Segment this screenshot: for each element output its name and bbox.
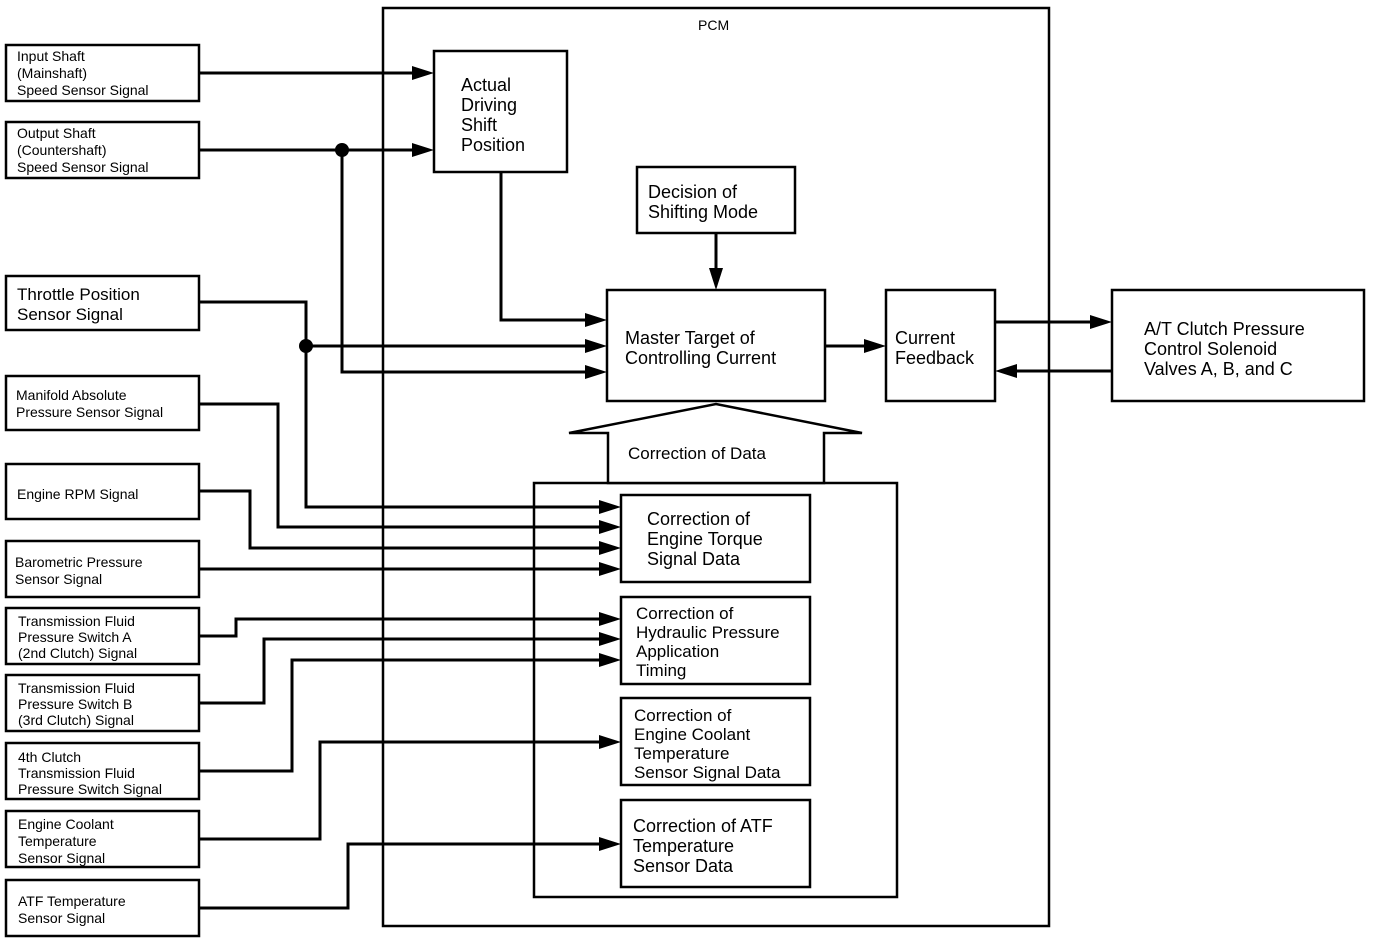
arrowhead-to-feedback [995, 364, 1017, 378]
arrowhead-atf [599, 837, 621, 851]
master-target-box: Master Target of Controlling Current [605, 288, 827, 403]
svg-text:Input Shaft (Mainshaft): Input Shaft (Mainshaft) Speed Sensor Sig… [17, 48, 149, 98]
svg-text:A/T Clutch Pressure Cont: A/T Clutch Pressure Control Solenoid Val… [1144, 319, 1310, 379]
engine-rpm-box: Engine RPM Signal [4, 462, 201, 521]
wire-throttle-to-torque [304, 346, 605, 509]
arrowhead-output-shaft [412, 143, 434, 157]
arrowhead-rpm-to-torque [599, 541, 621, 555]
barometric-pressure-box: Barometric Pressure Sensor Signal [4, 539, 201, 599]
wire-output-shaft-to-master [340, 150, 592, 374]
arrowhead-decision-to-master [709, 268, 723, 290]
output-shaft-box: Output Shaft (Countershaft) Speed Sensor… [4, 120, 201, 180]
wire-map-to-torque [199, 402, 605, 529]
arrowheads [412, 66, 1112, 851]
correction-engine-coolant-box: Correction of Engine Coolant Temperature… [619, 696, 812, 787]
correction-atf-temperature-box: Correction of ATF Temperature Sensor Dat… [619, 798, 812, 889]
correction-hydraulic-pressure-box: Correction of Hydraulic Pressure Applica… [619, 595, 812, 686]
svg-text:Manifold Absolute Pressu: Manifold Absolute Pressure Sensor Signal [16, 387, 163, 420]
arrowhead-ect [599, 735, 621, 749]
arrowhead-to-solenoid [1090, 315, 1112, 329]
svg-text:Engine Coolant Temperatu: Engine Coolant Temperature Sensor Signal [18, 816, 118, 866]
correction-of-data-arrow [568, 402, 863, 485]
wire-tfps-b [199, 637, 605, 705]
svg-text:ATF Temperature Sensor S: ATF Temperature Sensor Signal [18, 893, 130, 926]
decision-shifting-mode-box: Decision of Shifting Mode [635, 165, 797, 235]
wire-throttle-to-master [199, 300, 592, 348]
svg-text:Correction of ATF Temper: Correction of ATF Temperature Sensor Dat… [633, 816, 778, 876]
wire-ect [199, 740, 605, 841]
svg-text:Master Target of Control: Master Target of Controlling Current [625, 328, 776, 368]
junction-dot-output-shaft [335, 143, 349, 157]
svg-text:4th Clutch Transmission: 4th Clutch Transmission Fluid Pressure S… [18, 749, 162, 797]
correction-engine-torque-box: Correction of Engine Torque Signal Data [619, 493, 812, 584]
svg-text:Correction of Engine Coo: Correction of Engine Coolant Temperature… [634, 706, 781, 782]
throttle-position-box: Throttle Position Sensor Signal [4, 274, 201, 332]
arrowhead-throttle-to-master [585, 339, 607, 353]
tfps-a-box: Transmission Fluid Pressure Switch A (2n… [4, 606, 201, 666]
arrowhead-tfps-a [599, 612, 621, 626]
svg-text:Correction of Hydraulic: Correction of Hydraulic Pressure Applica… [636, 604, 784, 680]
input-shaft-box: Input Shaft (Mainshaft) Speed Sensor Sig… [4, 43, 201, 103]
arrowhead-throttle-to-torque [599, 500, 621, 514]
arrowhead-master-to-feedback [864, 339, 886, 353]
arrowhead-baro-to-torque [599, 562, 621, 576]
svg-text:Current Feedback: Current Feedback [895, 328, 975, 368]
svg-text:Engine RPM Signal: Engine RPM Signal [17, 486, 138, 502]
correction-of-data-label: Correction of Data [628, 444, 766, 463]
pcm-label: PCM [698, 17, 729, 33]
signal-wires [199, 71, 1112, 910]
svg-text:Throttle Position Sensor: Throttle Position Sensor Signal [17, 285, 145, 324]
svg-text:Decision of Shifting Mod: Decision of Shifting Mode [648, 182, 758, 222]
arrowhead-actual-to-master [585, 313, 607, 327]
solenoid-valves-box: A/T Clutch Pressure Control Solenoid Val… [1110, 288, 1366, 403]
wire-rpm-to-torque [199, 489, 605, 550]
map-sensor-box: Manifold Absolute Pressure Sensor Signal [4, 374, 201, 432]
svg-text:Actual Driving Shi: Actual Driving Shift Position [461, 75, 525, 155]
clutch4-switch-box: 4th Clutch Transmission Fluid Pressure S… [4, 741, 201, 801]
actual-driving-shift-position-box: Actual Driving Shift Position [432, 49, 569, 174]
svg-text:Transmission Fluid Press: Transmission Fluid Pressure Switch A (2n… [18, 613, 139, 661]
arrowhead-input-shaft [412, 66, 434, 80]
ect-sensor-box: Engine Coolant Temperature Sensor Signal [4, 809, 201, 869]
wire-tfps-a [199, 617, 605, 638]
current-feedback-box: Current Feedback [884, 288, 997, 403]
wire-atf [199, 842, 605, 910]
wire-4th-clutch [199, 658, 605, 773]
svg-text:Output Shaft (Countersha: Output Shaft (Countershaft) Speed Sensor… [17, 125, 149, 175]
svg-text:Correction of Engine Tor: Correction of Engine Torque Signal Data [647, 509, 768, 569]
atf-temperature-box: ATF Temperature Sensor Signal [4, 878, 201, 938]
wire-actual-to-master [499, 172, 592, 322]
svg-text:Transmission Fluid Press: Transmission Fluid Pressure Switch B (3r… [18, 680, 139, 728]
svg-text:Barometric Pressure Sens: Barometric Pressure Sensor Signal [15, 554, 146, 587]
arrowhead-4th-clutch [599, 653, 621, 667]
arrowhead-map-to-torque [599, 520, 621, 534]
arrowhead-output-to-master [585, 365, 607, 379]
junction-dot-throttle [299, 339, 313, 353]
pcm-boundary [381, 6, 1051, 928]
tfps-b-box: Transmission Fluid Pressure Switch B (3r… [4, 673, 201, 733]
arrowhead-tfps-b [599, 632, 621, 646]
